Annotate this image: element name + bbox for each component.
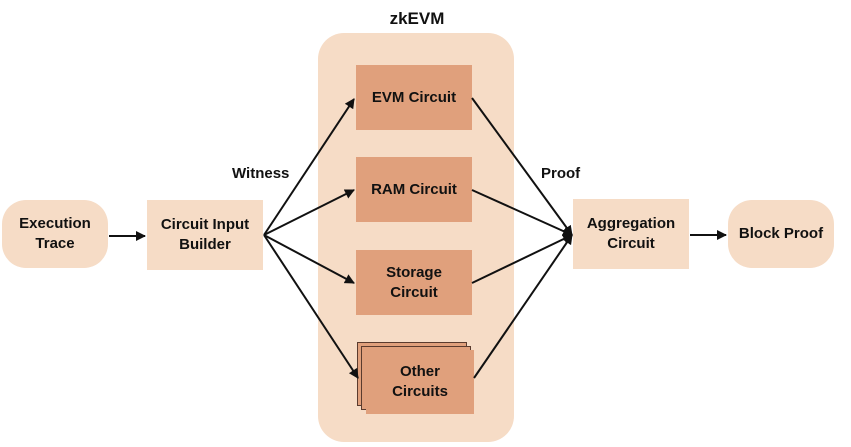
storage-circuit-node: Storage Circuit [356,250,472,315]
block-proof-node: Block Proof [728,200,834,268]
arrow-builder-to-storage [263,234,355,284]
arrow-evm-to-aggregation [471,97,573,236]
execution-trace-node: Execution Trace [2,200,108,268]
ram-circuit-label: RAM Circuit [371,180,457,198]
storage-circuit-label: Storage Circuit [386,263,442,301]
other-circuits-label: Other Circuits [392,363,448,400]
evm-circuit-node: EVM Circuit [356,65,472,130]
block-proof-label: Block Proof [738,225,824,242]
arrow-builder-to-ram [263,189,355,236]
circuit-input-builder-node: Circuit Input Builder [147,200,263,270]
other-circuits-node: Other Circuits [366,350,474,414]
arrow-builder-to-other [263,234,359,379]
witness-label: Witness [232,165,290,182]
circuit-input-builder-label: Circuit Input Builder [160,216,250,253]
arrow-storage-to-aggregation [471,234,573,284]
arrow-builder-to-evm [263,98,355,236]
ram-circuit-node: RAM Circuit [356,157,472,222]
evm-circuit-label: EVM Circuit [371,88,457,106]
zkevm-title: zkEVM [389,9,445,28]
proof-label: Proof [541,165,581,182]
arrow-other-to-aggregation [473,234,573,379]
execution-trace-label: Execution Trace [19,215,91,252]
arrow-ram-to-aggregation [471,189,573,236]
aggregation-circuit-label: Aggregation Circuit [586,215,676,252]
aggregation-circuit-node: Aggregation Circuit [573,199,689,269]
